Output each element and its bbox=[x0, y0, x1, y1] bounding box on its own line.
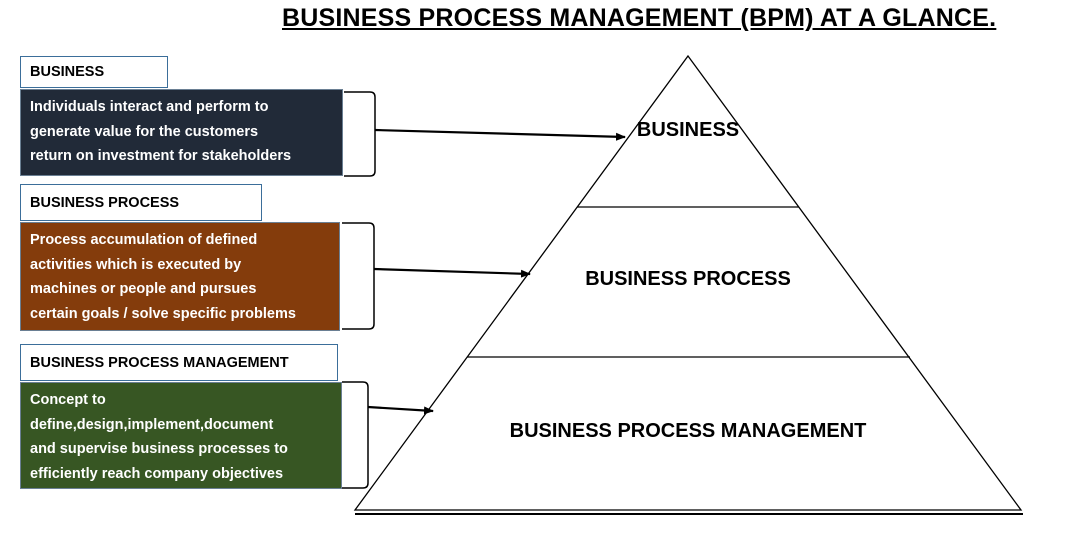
business-process-label: BUSINESS PROCESS bbox=[20, 184, 262, 221]
business-process-description: Process accumulation of defined activiti… bbox=[20, 222, 340, 331]
pyramid-outline bbox=[353, 54, 1023, 511]
page-title: BUSINESS PROCESS MANAGEMENT (BPM) AT A G… bbox=[282, 4, 997, 32]
pyramid-tier-business-process-management: BUSINESS PROCESS MANAGEMENT bbox=[509, 420, 867, 442]
bracket-business bbox=[344, 91, 376, 177]
pyramid-tier-business: BUSINESS bbox=[636, 119, 740, 141]
business-process-management-description: Concept to define,design,implement,docum… bbox=[20, 382, 342, 489]
arrow-business-process-management bbox=[367, 405, 434, 415]
business-process-management-label: BUSINESS PROCESS MANAGEMENT bbox=[20, 344, 338, 381]
pyramid-tier-business-process: BUSINESS PROCESS bbox=[585, 268, 791, 290]
arrow-business-process bbox=[373, 267, 531, 278]
bracket-business-process bbox=[342, 222, 375, 330]
bracket-business-process-management bbox=[342, 381, 369, 489]
business-label: BUSINESS bbox=[20, 56, 168, 88]
arrow-business bbox=[374, 128, 626, 141]
business-description: Individuals interact and perform to gene… bbox=[20, 89, 343, 176]
